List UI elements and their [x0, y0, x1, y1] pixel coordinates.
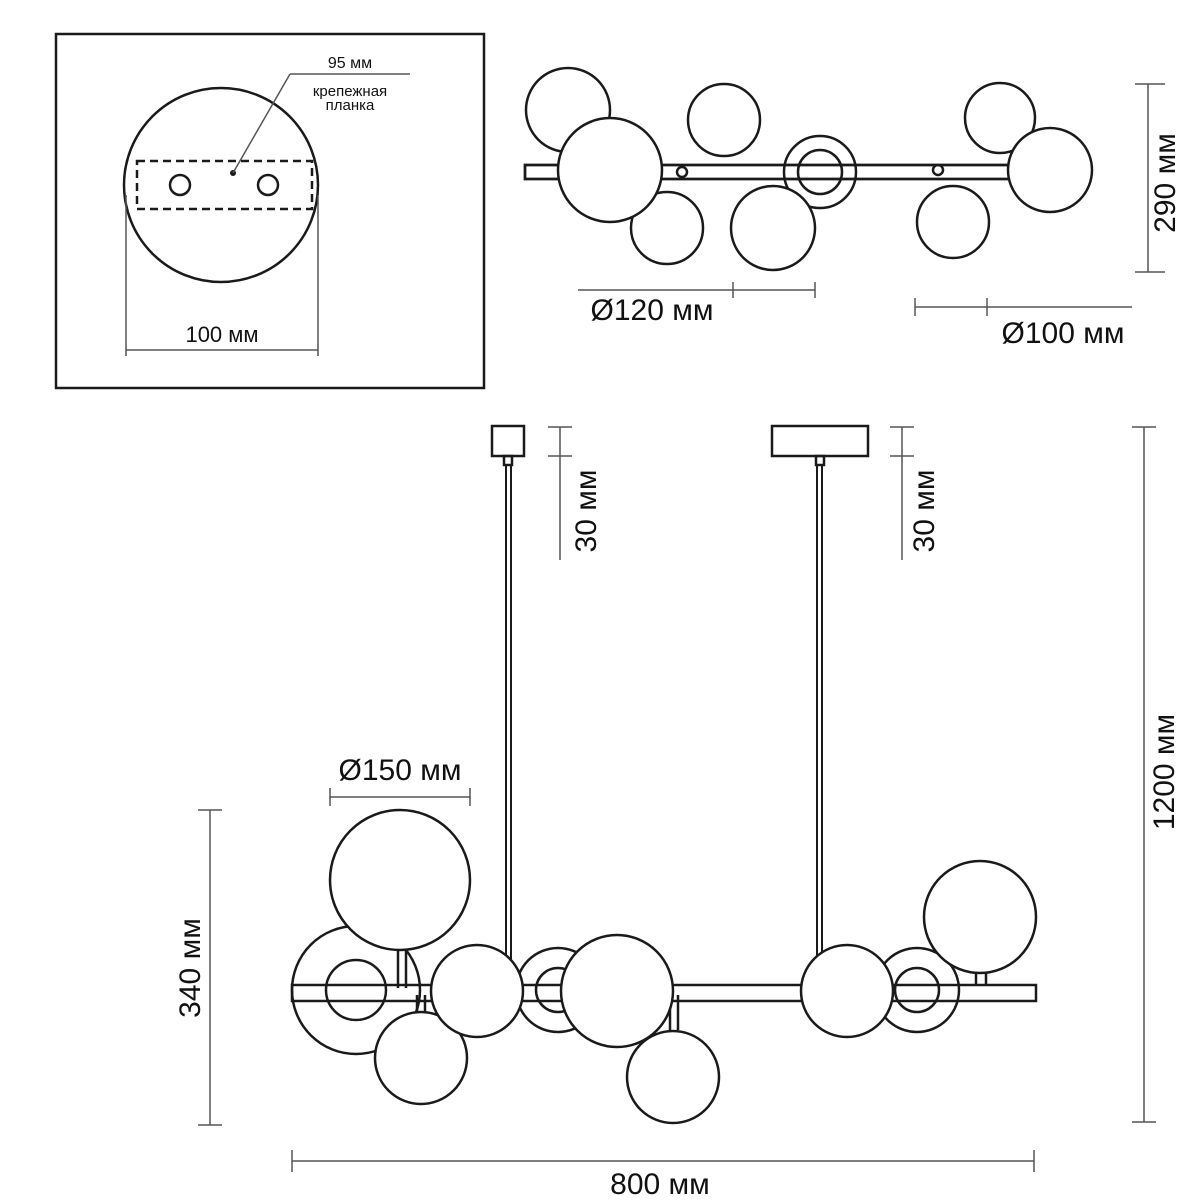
leader-line	[232, 73, 291, 174]
dim-bracket: 95 мм	[328, 55, 372, 72]
top-globe-8	[1006, 126, 1094, 214]
panel-frame	[54, 32, 486, 390]
canopy-right-collar	[814, 454, 826, 467]
screw-hole-left	[168, 173, 192, 197]
top-globe-5	[729, 184, 817, 272]
front-globe-bar-3	[799, 943, 895, 1039]
dim-canopy-left: 30 мм	[570, 470, 603, 553]
top-canopy-inner	[796, 148, 844, 196]
canopy-left-collar	[502, 454, 514, 467]
dim-diam-large: Ø150 мм	[339, 754, 462, 787]
screw-hole-right	[256, 173, 280, 197]
front-globe-bar-2	[559, 933, 675, 1049]
dim-diam-medium: Ø120 мм	[591, 294, 714, 327]
dim-diam-small: Ø100 мм	[1002, 317, 1125, 350]
mounting-bracket	[135, 159, 314, 211]
top-joint-1	[675, 165, 689, 179]
top-globe-3	[963, 81, 1037, 155]
ceiling-plate	[122, 86, 320, 284]
dim-body-height: 340 мм	[174, 918, 207, 1018]
front-globe-bar-1	[429, 943, 525, 1039]
top-globe-4	[629, 190, 705, 266]
top-view: 290 мм Ø120 мм Ø100 мм	[523, 66, 1182, 350]
top-globe-7	[556, 116, 664, 224]
bracket-label-1: крепежная	[313, 83, 387, 100]
top-globe-6	[915, 184, 991, 260]
canopy-left	[490, 424, 526, 458]
dim-width: 800 мм	[610, 1168, 710, 1200]
front-globe-lower-center	[625, 1029, 721, 1125]
ring-3-inner	[893, 966, 941, 1014]
dim-depth: 290 мм	[1149, 133, 1182, 233]
top-globe-2	[686, 82, 762, 158]
top-joint-2	[931, 163, 945, 177]
dim-plate: 100 мм	[185, 322, 258, 347]
canopy-right	[770, 424, 870, 458]
mount-plate-panel: 95 мм крепежная планка 100 мм	[54, 32, 486, 390]
dim-canopy-right: 30 мм	[908, 470, 941, 553]
dim-total-height: 1200 мм	[1148, 714, 1181, 830]
front-globe-upper-right	[922, 859, 1038, 975]
ring-1-inner	[324, 958, 388, 1022]
bracket-label-2: планка	[326, 97, 375, 114]
front-view: 30 мм 30 мм 1200 мм Ø150 мм 340 мм 800 м…	[174, 424, 1181, 1200]
front-globe-large	[328, 808, 472, 952]
top-canopy-outer	[782, 134, 858, 210]
front-globe-lower-left	[373, 1010, 469, 1106]
